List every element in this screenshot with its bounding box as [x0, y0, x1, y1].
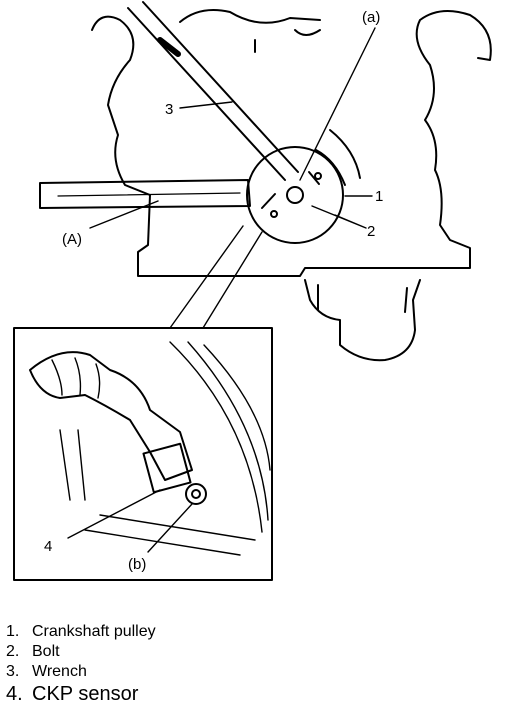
wrench-shaft: [127, 1, 299, 181]
callout-4: 4: [44, 538, 52, 555]
ckp-sensor-body: [142, 442, 192, 494]
legend-item-wrench: 3. Wrench: [6, 663, 87, 680]
callout-A: (A): [62, 231, 82, 248]
legend-item-crankshaft-pulley: 1. Crankshaft pulley: [6, 623, 156, 640]
callout-2: 2: [367, 223, 375, 240]
engine-diagram: (a) 3 1 2 (A) 4 (b): [13, 1, 492, 581]
engine-block-outline: [91, 10, 492, 277]
callout-b: (b): [128, 556, 146, 573]
crankshaft-pulley: [246, 146, 344, 244]
parts-legend: 1. Crankshaft pulley 2. Bolt 3. Wrench 4…: [6, 622, 156, 706]
oil-pan: [304, 279, 421, 362]
legend-item-bolt: 2. Bolt: [6, 643, 60, 660]
callout-a: (a): [362, 9, 380, 26]
legend-item-ckp-sensor: 4. CKP sensor: [6, 683, 139, 705]
ckp-bolt: [185, 483, 207, 505]
ckp-harness: [29, 351, 193, 481]
holder-handle: [39, 179, 251, 209]
callout-3: 3: [165, 101, 173, 118]
detail-inset: [13, 327, 273, 581]
callout-1: 1: [375, 188, 383, 205]
